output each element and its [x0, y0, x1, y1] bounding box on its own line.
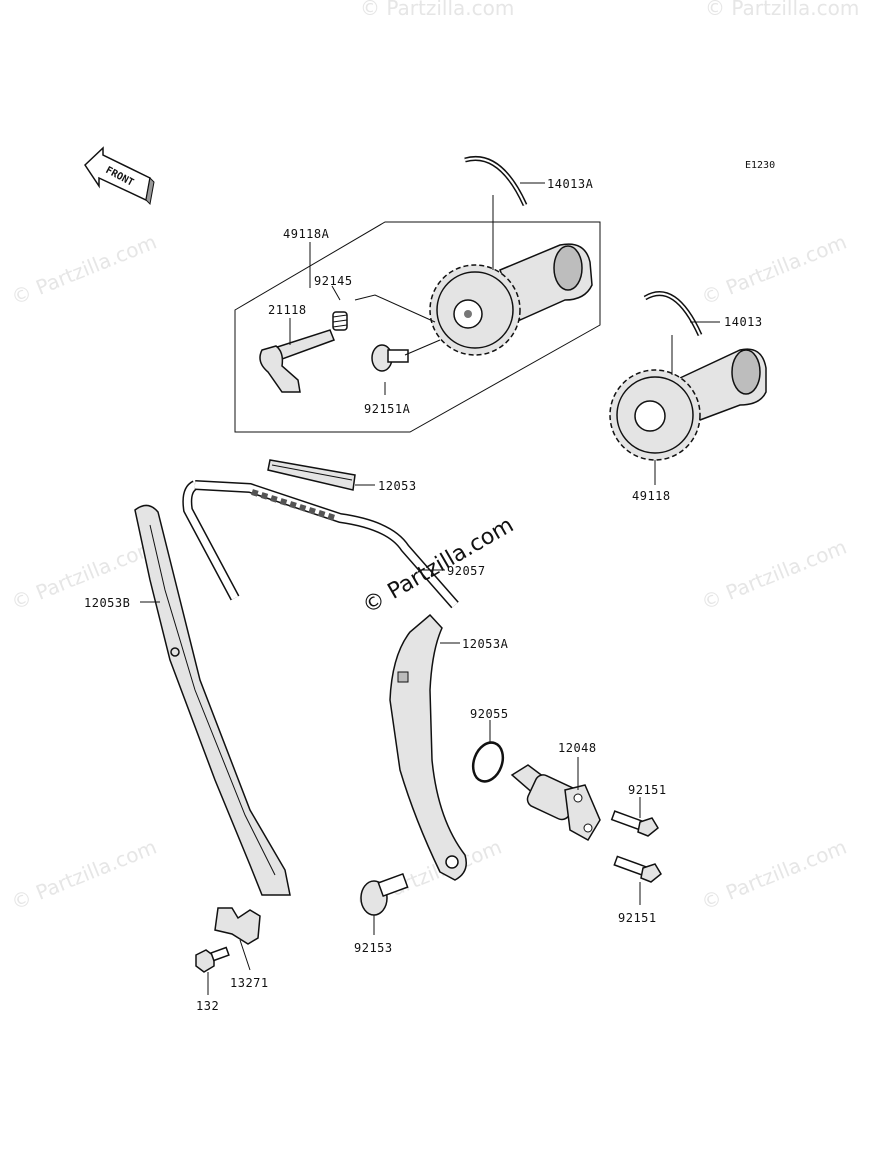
front-arrow-icon: FRONT: [84, 146, 155, 206]
label-12053: 12053: [378, 479, 417, 493]
label-49118a: 49118A: [283, 227, 330, 241]
lever-21118: [259, 329, 335, 393]
bolt-92153: [360, 873, 409, 916]
camshaft-49118: [609, 348, 767, 461]
label-92145: 92145: [314, 274, 353, 288]
leader-lines: [140, 182, 720, 995]
part-labels: 14013A 49118A 92145 21118 92151A 14013 4…: [84, 177, 763, 1013]
chain-guide-12053: [267, 459, 356, 491]
label-21118: 21118: [268, 303, 307, 317]
plate-13271: [214, 907, 261, 945]
watermark: © Partzilla.com: [698, 230, 850, 310]
label-92055: 92055: [470, 707, 509, 721]
o-ring-92055: [471, 741, 505, 783]
assembly-box-outline: [234, 221, 601, 433]
watermark: © Partzilla.com: [698, 535, 850, 615]
label-13271: 13271: [230, 976, 269, 990]
cam-chain-92057: [182, 480, 459, 609]
label-12053b: 12053B: [84, 596, 130, 610]
label-12053a: 12053A: [462, 637, 509, 651]
label-14013a: 14013A: [547, 177, 594, 191]
camshaft-49118a: [429, 243, 593, 356]
watermark: © Partzilla.com: [705, 0, 859, 20]
spring-92145: [332, 311, 348, 331]
label-92153: 92153: [354, 941, 393, 955]
label-14013: 14013: [724, 315, 763, 329]
watermark: © Partzilla.com: [8, 230, 160, 310]
diagram-code: E1230: [745, 160, 775, 171]
label-12048: 12048: [558, 741, 597, 755]
label-92151-bottom: 92151: [618, 911, 657, 925]
bolt-132: [195, 946, 230, 973]
watermark: © Partzilla.com: [8, 835, 160, 915]
label-49118: 49118: [632, 489, 671, 503]
bolt-92151-bottom: [613, 855, 662, 883]
circlip-14013: [643, 291, 703, 337]
label-92151a: 92151A: [364, 402, 411, 416]
watermark: © Partzilla.com: [360, 0, 514, 20]
bolt-92151-top: [610, 810, 659, 837]
bolt-92151a: [371, 344, 409, 372]
label-92057: 92057: [447, 564, 486, 578]
watermark: © Partzilla.com: [698, 835, 850, 915]
tensioner-12048: [510, 764, 601, 842]
chain-guide-12053a: [389, 613, 467, 881]
label-132: 132: [196, 999, 219, 1013]
label-92151-top: 92151: [628, 783, 667, 797]
chain-guide-12053b: [134, 504, 291, 896]
